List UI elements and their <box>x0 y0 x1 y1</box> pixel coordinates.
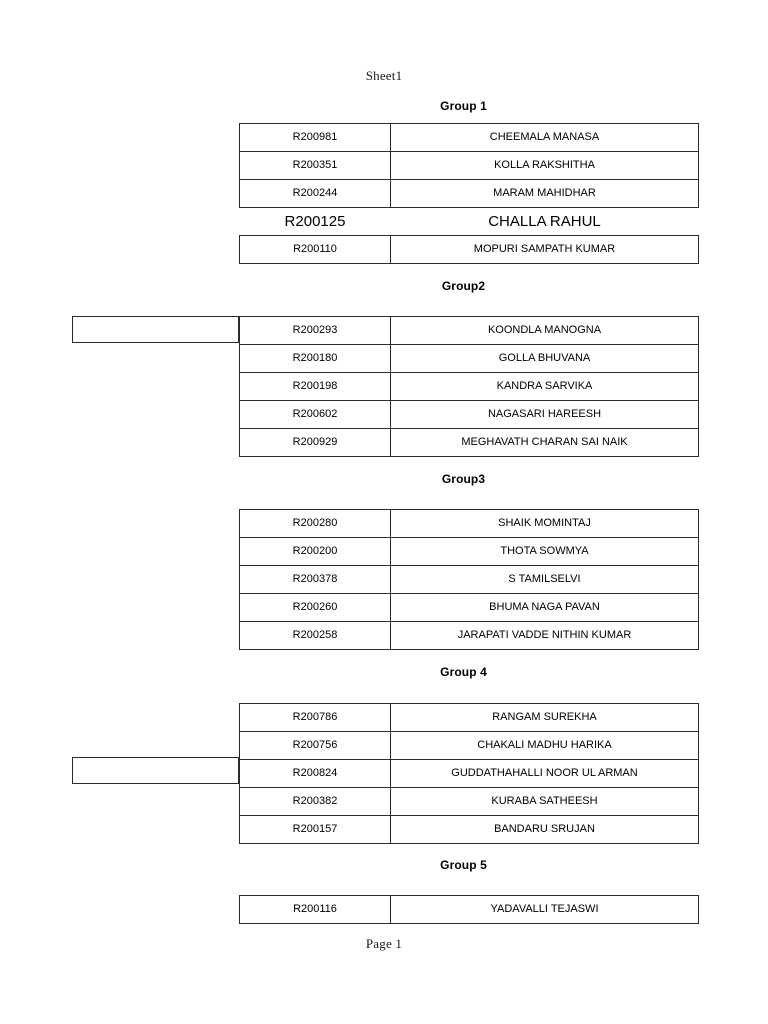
student-name-cell: KOONDLA MANOGNA <box>390 316 699 345</box>
roll-number-cell: R200602 <box>239 400 391 429</box>
roll-number-cell: R200244 <box>239 179 391 208</box>
student-name-cell: BHUMA NAGA PAVAN <box>390 593 699 622</box>
student-name-cell: NAGASARI HAREESH <box>390 400 699 429</box>
student-name-cell: GOLLA BHUVANA <box>390 344 699 373</box>
roll-number-cell: R200260 <box>239 593 391 622</box>
student-name-cell: MOPURI SAMPATH KUMAR <box>390 235 699 264</box>
student-name-cell: CHEEMALA MANASA <box>390 123 699 152</box>
roll-number-cell: R200116 <box>239 895 391 924</box>
student-name-cell: GUDDATHAHALLI NOOR UL ARMAN <box>390 759 699 788</box>
roll-number-cell: R200756 <box>239 731 391 760</box>
student-name-cell: THOTA SOWMYA <box>390 537 699 566</box>
roll-number-cell: R200293 <box>239 316 391 345</box>
page-footer-label: Page 1 <box>365 936 403 951</box>
roll-number-cell: R200378 <box>239 565 391 594</box>
group-title: Group3 <box>441 472 486 486</box>
roll-number-cell: R200351 <box>239 151 391 180</box>
student-name-cell: CHALLA RAHUL <box>390 207 699 236</box>
roll-number-cell: R200157 <box>239 815 391 844</box>
roll-number-cell: R200786 <box>239 703 391 732</box>
roll-number-cell: R200929 <box>239 428 391 457</box>
empty-margin-cell <box>72 757 239 784</box>
student-name-cell: KANDRA SARVIKA <box>390 372 699 401</box>
student-name-cell: MEGHAVATH CHARAN SAI NAIK <box>390 428 699 457</box>
student-name-cell: RANGAM SUREKHA <box>390 703 699 732</box>
sheet-header-label: Sheet1 <box>365 68 403 83</box>
student-name-cell: KURABA SATHEESH <box>390 787 699 816</box>
student-name-cell: SHAIK MOMINTAJ <box>390 509 699 538</box>
empty-margin-cell <box>72 316 239 343</box>
roll-number-cell: R200824 <box>239 759 391 788</box>
student-name-cell: YADAVALLI TEJASWI <box>390 895 699 924</box>
student-name-cell: MARAM MAHIDHAR <box>390 179 699 208</box>
student-name-cell: S TAMILSELVI <box>390 565 699 594</box>
student-name-cell: JARAPATI VADDE NITHIN KUMAR <box>390 621 699 650</box>
roll-number-cell: R200258 <box>239 621 391 650</box>
roll-number-cell: R200981 <box>239 123 391 152</box>
roll-number-cell: R200180 <box>239 344 391 373</box>
roll-number-cell: R200125 <box>239 207 391 236</box>
roll-number-cell: R200110 <box>239 235 391 264</box>
student-name-cell: BANDARU SRUJAN <box>390 815 699 844</box>
roll-number-cell: R200382 <box>239 787 391 816</box>
group-title: Group 5 <box>440 858 487 872</box>
roll-number-cell: R200200 <box>239 537 391 566</box>
group-title: Group 1 <box>440 99 487 113</box>
group-title: Group2 <box>441 279 486 293</box>
roll-number-cell: R200280 <box>239 509 391 538</box>
student-name-cell: CHAKALI MADHU HARIKA <box>390 731 699 760</box>
group-title: Group 4 <box>440 665 487 679</box>
student-name-cell: KOLLA RAKSHITHA <box>390 151 699 180</box>
roll-number-cell: R200198 <box>239 372 391 401</box>
